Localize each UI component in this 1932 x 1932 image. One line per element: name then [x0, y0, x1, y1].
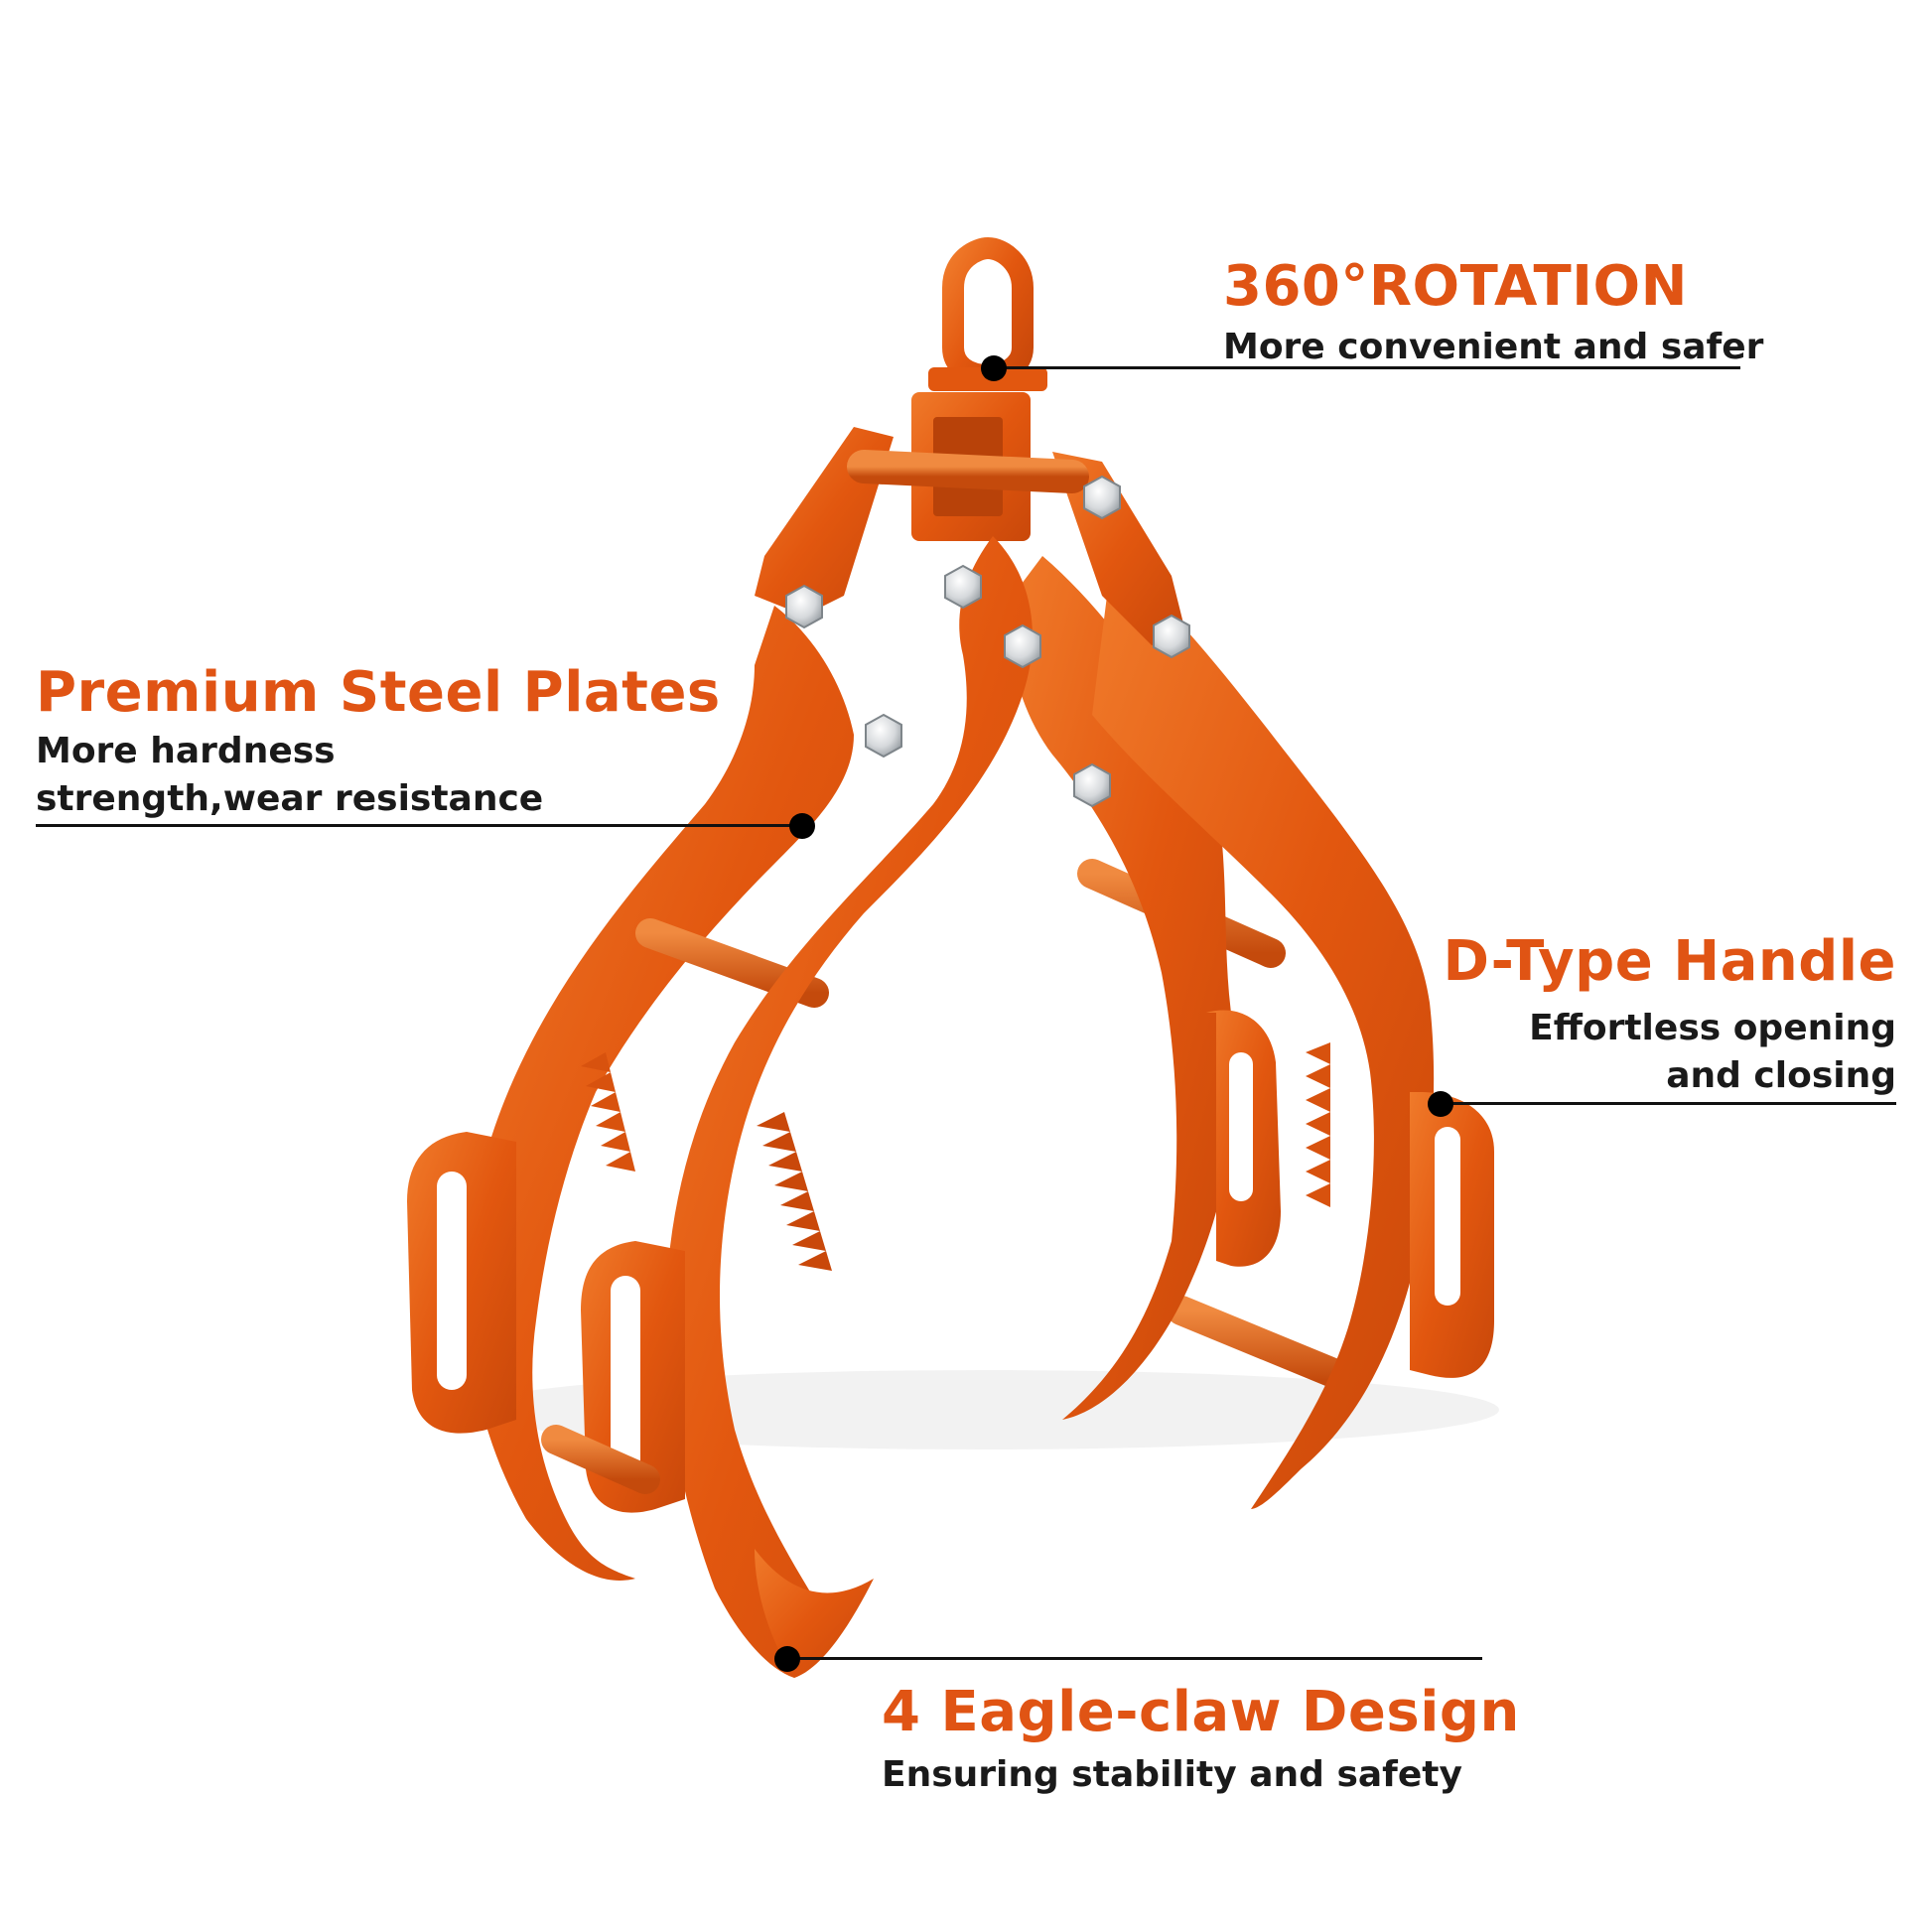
handle-line-2: and closing	[1666, 1055, 1896, 1097]
rotation-leader-line	[993, 366, 1740, 369]
claw-leader-line	[787, 1657, 1482, 1660]
bolt-4	[1004, 623, 1041, 669]
bolt-6	[865, 713, 902, 759]
bolts	[785, 475, 1190, 808]
bolt-2	[785, 584, 823, 629]
claw-callout-dot	[774, 1646, 800, 1672]
steel-line-2: strength,wear resistance	[36, 778, 544, 820]
arm-front-center	[665, 536, 1033, 1678]
bolt-7	[1073, 762, 1111, 808]
claw-title: 4 Eagle-claw Design	[882, 1680, 1520, 1744]
callout-rotation: 360°ROTATION More convenient and safer	[1223, 256, 1763, 371]
d-handle-slot-back	[1229, 1052, 1253, 1201]
top-pivot-bar	[847, 450, 1089, 493]
bolt-1	[1083, 475, 1121, 520]
arm-front-left	[467, 606, 854, 1581]
callout-eagle-claw: 4 Eagle-claw Design Ensuring stability a…	[882, 1682, 1520, 1799]
handle-line-1: Effortless opening	[1529, 1007, 1896, 1048]
rotation-subtitle: More convenient and safer	[1223, 326, 1764, 367]
cross-bar-back-lower	[1167, 1296, 1365, 1395]
rotation-title: 360°ROTATION	[1223, 254, 1688, 319]
handle-title: D-Type Handle	[1443, 929, 1896, 994]
steel-line-1: More hardness	[36, 730, 336, 771]
arm-far-right	[1092, 556, 1435, 1509]
steel-callout-dot	[789, 813, 815, 839]
callout-d-type-handle: D-Type Handle Effortless opening and clo…	[1444, 931, 1896, 1101]
callout-steel-plates: Premium Steel Plates More hardness stren…	[36, 662, 721, 824]
steel-title: Premium Steel Plates	[36, 660, 721, 725]
teeth-front-center	[757, 1112, 832, 1271]
teeth-far-right	[1306, 1042, 1330, 1207]
bolt-3	[944, 564, 982, 610]
bolt-5	[1153, 614, 1190, 659]
handle-leader-line	[1440, 1102, 1896, 1105]
teeth-front-left	[581, 1052, 635, 1172]
d-handle-slot-front-center	[611, 1276, 640, 1474]
claw-subtitle: Ensuring stability and safety	[882, 1753, 1462, 1795]
handle-callout-dot	[1428, 1091, 1453, 1117]
steel-leader-line	[36, 824, 806, 827]
d-handle-slot-far-right	[1435, 1127, 1460, 1306]
d-handle-slot-front-left	[437, 1172, 467, 1390]
rotation-callout-dot	[981, 355, 1007, 381]
cross-bar-lower-left	[541, 1425, 660, 1494]
claw-tip-front-center	[755, 1549, 874, 1678]
